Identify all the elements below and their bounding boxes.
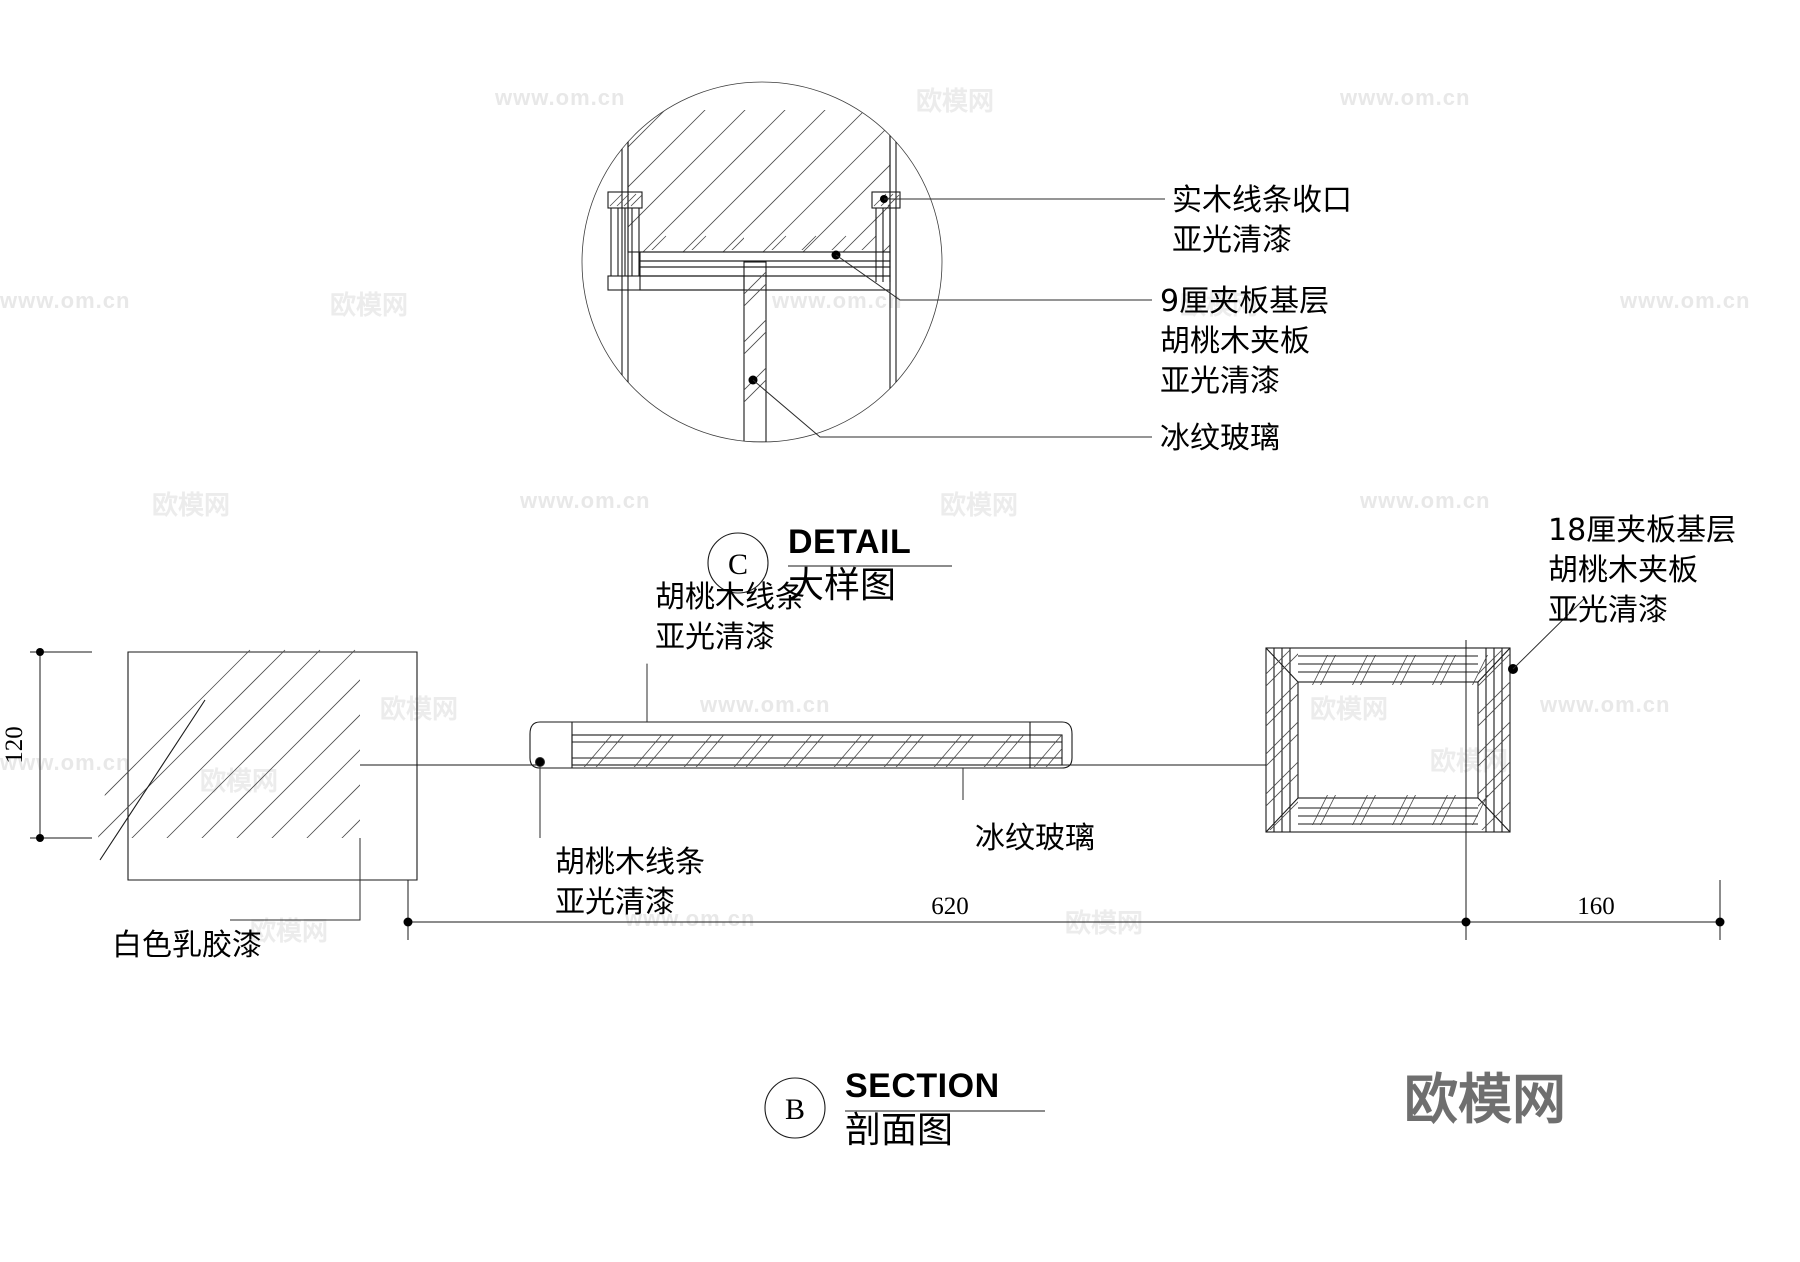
section-label-walnut-trim-bottom: 胡桃木线条 亚光清漆 [555, 845, 705, 920]
label-line: 冰纹玻璃 [975, 821, 1095, 856]
watermark-site: 欧模网 [152, 490, 230, 521]
leader-ice-glass [752, 379, 1152, 438]
label-line: 冰纹玻璃 [1160, 421, 1280, 456]
dimension-value-160: 160 [1577, 893, 1615, 920]
leader-white-latex [230, 838, 361, 921]
watermark-url-row-2: www.om.cn www.om.cn www.om.cn 欧模网 欧模网 [0, 288, 1750, 321]
dimension-vertical-120: 120 [1, 648, 92, 842]
label-line: 胡桃木线条 [655, 580, 805, 615]
label-line: 亚光清漆 [1160, 364, 1280, 399]
label-line: 白色乳胶漆 [112, 928, 262, 963]
section-label-ice-glass: 冰纹玻璃 [975, 821, 1095, 856]
watermark-url: www.om.cn [0, 750, 130, 775]
watermark-site: 欧模网 [250, 916, 328, 947]
watermark-url: www.om.cn [1539, 692, 1670, 717]
section-leaders [230, 597, 1586, 921]
right-solid-wood-trim [871, 191, 901, 282]
watermark-url-row-6: www.om.cn 欧模网 欧模网 [250, 906, 1143, 947]
watermark-url-row-1: www.om.cn www.om.cn 欧模网 [494, 85, 1470, 117]
label-line: 18厘夹板基层 [1548, 513, 1736, 548]
watermark-url-row-5: www.om.cn 欧模网 欧模网 [0, 746, 1508, 797]
watermark-url: www.om.cn [494, 85, 625, 110]
section-mark-circle [764, 1077, 826, 1139]
detail-title-cn: 大样图 [788, 565, 896, 606]
section-label-white-latex: 白色乳胶漆 [112, 928, 262, 963]
label-line: 胡桃木夹板 [1548, 553, 1698, 588]
section-title-cn: 剖面图 [845, 1110, 953, 1151]
break-line [99, 699, 206, 861]
watermark-site: 欧模网 [1065, 908, 1143, 939]
section-right-box [1265, 647, 1518, 833]
detail-mark-letter: C [728, 548, 748, 581]
watermark-site: 欧模网 [380, 694, 458, 725]
watermark-site: 欧模网 [1430, 746, 1508, 777]
section-mark-letter: B [785, 1093, 805, 1126]
detail-title-block: C DETAIL 大样图 [707, 523, 952, 606]
ice-glass-rect [571, 734, 1063, 766]
watermark-url: www.om.cn [1359, 488, 1490, 513]
detail-title-en: DETAIL [788, 523, 911, 561]
watermark-url: www.om.cn [771, 288, 902, 313]
section-left-wall-block [98, 649, 418, 881]
label-line: 实木线条收口 [1172, 183, 1352, 218]
site-logo-watermark: 欧模网 [1404, 1068, 1566, 1131]
leader-plywood-9mm [835, 254, 1152, 301]
detail-leaders [752, 198, 1165, 438]
label-line: 9厘夹板基层 [1160, 284, 1329, 319]
label-line: 胡桃木夹板 [1160, 324, 1310, 359]
section-label-plywood-18: 18厘夹板基层 胡桃木夹板 亚光清漆 [1548, 513, 1736, 628]
detail-label-ice-glass: 冰纹玻璃 [1160, 421, 1280, 456]
watermark-url: www.om.cn [624, 906, 755, 931]
watermark-url-row-3: www.om.cn www.om.cn 欧模网 欧模网 [152, 488, 1490, 521]
watermark-url: www.om.cn [699, 692, 830, 717]
label-line: 胡桃木线条 [555, 845, 705, 880]
dimension-value-620: 620 [931, 893, 969, 920]
watermark-site: 欧模网 [916, 86, 994, 117]
watermark-url: www.om.cn [519, 488, 650, 513]
section-title-block: B SECTION 剖面图 [764, 1067, 1045, 1151]
watermark-url-row-4: www.om.cn www.om.cn 欧模网 欧模网 [380, 692, 1670, 725]
dimension-value-120: 120 [1, 726, 28, 764]
detail-label-plywood-9mm: 9厘夹板基层 胡桃木夹板 亚光清漆 [1160, 284, 1329, 399]
watermark-site: 欧模网 [1310, 694, 1388, 725]
label-line: 亚光清漆 [655, 620, 775, 655]
leader-plywood-18 [1512, 597, 1586, 670]
watermark-site: 欧模网 [940, 490, 1018, 521]
leader-dot-walnut-bottom [535, 757, 545, 767]
watermark-site: 欧模网 [1180, 290, 1258, 321]
detail-label-solid-wood-trim: 实木线条收口 亚光清漆 [1172, 183, 1352, 258]
watermark-url: www.om.cn [0, 288, 130, 313]
watermark-site: 欧模网 [330, 290, 408, 321]
watermark-url: www.om.cn [1619, 288, 1750, 313]
label-line: 亚光清漆 [555, 885, 675, 920]
section-glass-band [529, 721, 1073, 769]
walnut-trim-right-profile [1029, 721, 1073, 769]
detail-mark-circle [707, 532, 769, 594]
watermark-url: www.om.cn [1339, 85, 1470, 110]
section-title-en: SECTION [845, 1067, 1000, 1105]
section-label-walnut-trim-top: 胡桃木线条 亚光清漆 [655, 580, 805, 655]
section-horizontal-rails [360, 764, 1266, 766]
label-line: 亚光清漆 [1172, 223, 1292, 258]
label-line: 亚光清漆 [1548, 593, 1668, 628]
dimension-chain-bottom: 620 160 [403, 640, 1725, 940]
